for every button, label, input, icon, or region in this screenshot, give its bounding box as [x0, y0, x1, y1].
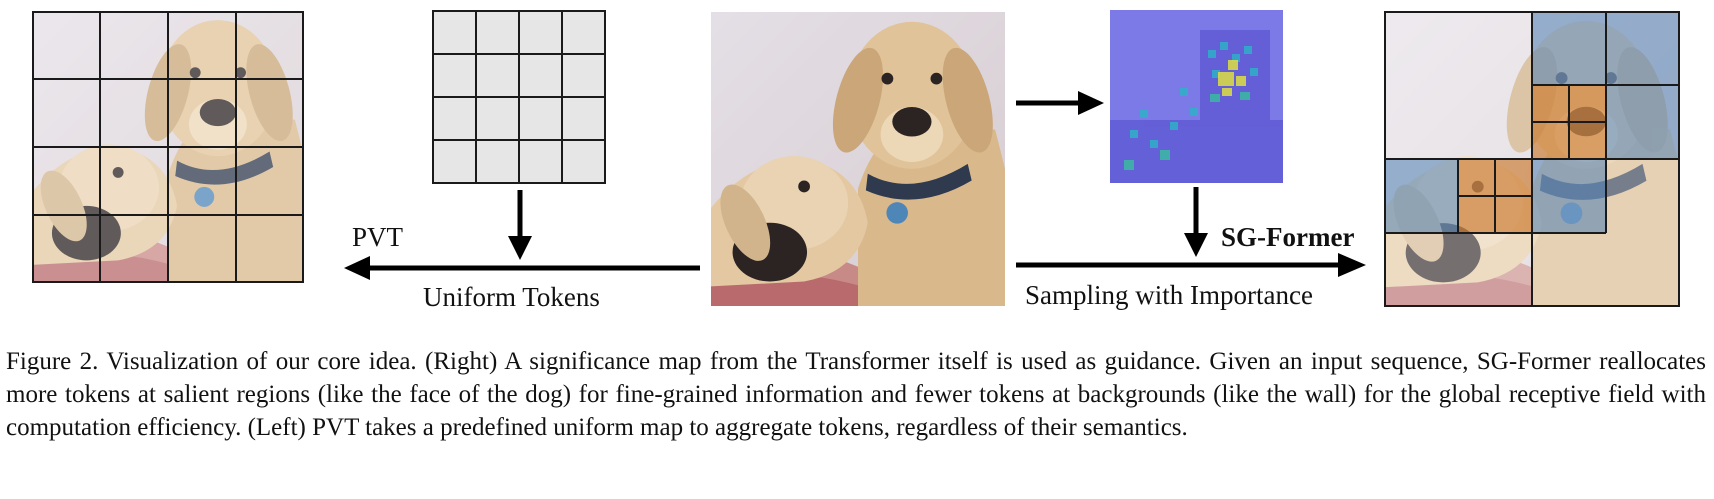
adaptive-grid-image	[1384, 11, 1680, 307]
pvt-label: PVT	[352, 222, 404, 252]
uniform-grid-graphic	[432, 10, 606, 184]
dog-photo	[710, 12, 1005, 306]
right-arrow-icon	[1016, 253, 1366, 277]
sg-former-label: SG-Former	[1221, 222, 1355, 252]
right-arrow-icon	[1016, 91, 1104, 115]
heatmap-graphic	[1110, 10, 1283, 183]
uniform-tokens-label: Uniform Tokens	[423, 282, 600, 312]
input-dog-image	[710, 12, 1006, 306]
sg-former-adaptive-grid-panel	[1384, 11, 1680, 307]
pvt-grid-image	[32, 11, 304, 283]
left-arrow-icon	[344, 256, 700, 280]
down-arrow-icon	[508, 190, 532, 260]
significance-map-image	[1110, 10, 1283, 183]
pvt-uniform-grid-panel	[32, 11, 304, 283]
down-arrow-icon	[1184, 187, 1208, 257]
uniform-token-grid	[432, 10, 606, 184]
sampling-label: Sampling with Importance	[1025, 280, 1313, 310]
figure-caption: Figure 2. Visualization of our core idea…	[6, 348, 1706, 441]
